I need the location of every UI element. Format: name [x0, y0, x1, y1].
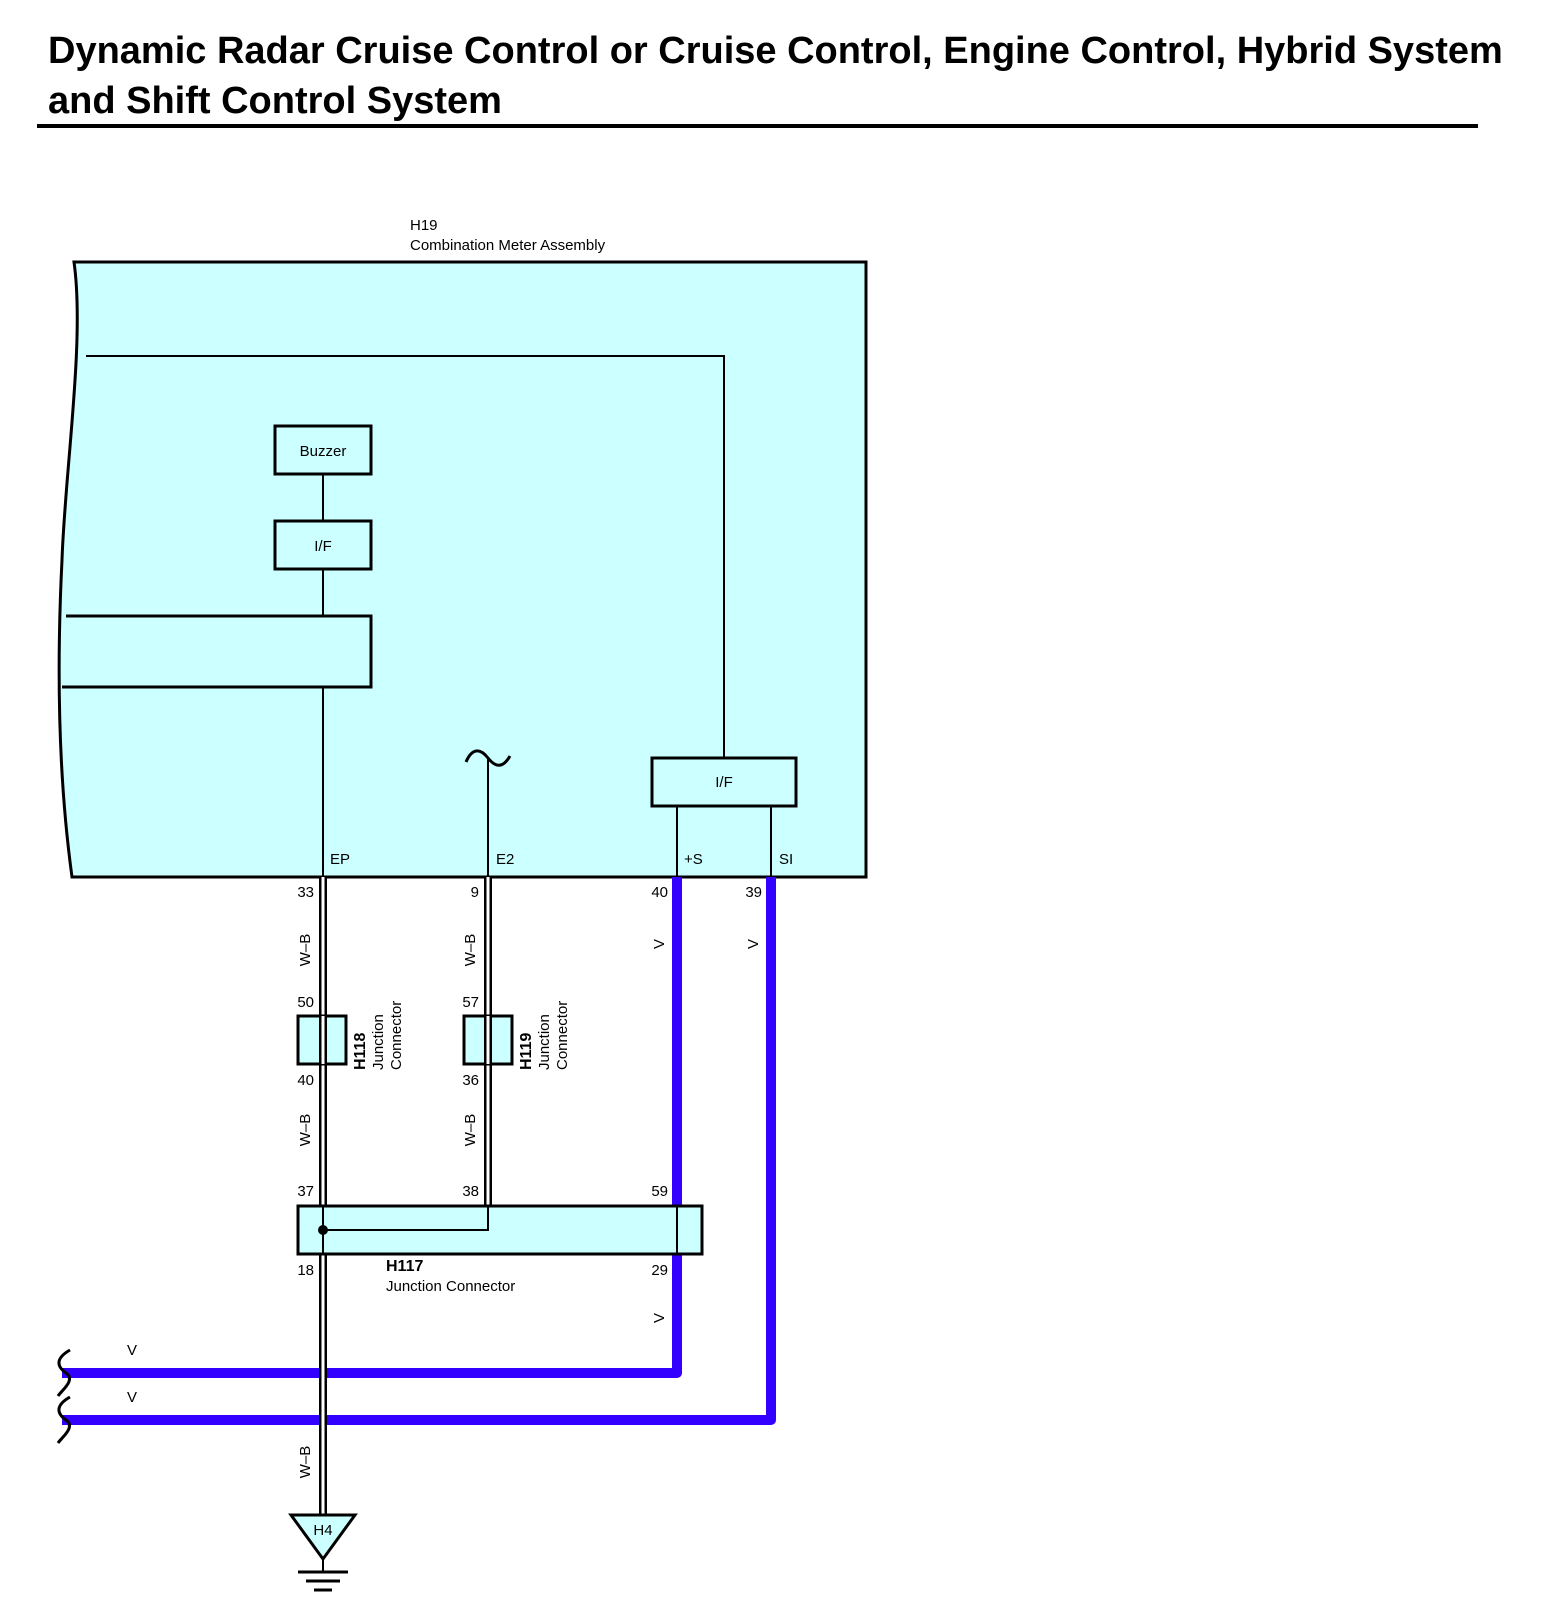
pin-h117-out2: 29 [651, 1262, 668, 1279]
wire-si [62, 877, 776, 1425]
pin-h117-out1: 18 [297, 1262, 314, 1279]
assembly-name: Combination Meter Assembly [410, 237, 606, 254]
pin-e2: 9 [471, 884, 479, 901]
terminal-e2: E2 [496, 851, 514, 868]
buzzer-label: Buzzer [300, 443, 347, 460]
pin-h119-out: 36 [462, 1072, 479, 1089]
wire-color-ground: W–B [297, 1446, 314, 1479]
ground-triangle [288, 1513, 358, 1562]
pin-h118-out: 40 [297, 1072, 314, 1089]
if-block-right [650, 756, 798, 808]
internal-link-line [86, 355, 725, 758]
wire-color-e2-top: W–B [462, 934, 479, 967]
wire-color-bottom-1: V [127, 1342, 137, 1359]
h119-label: H119 Junction Connector [518, 1001, 571, 1070]
ground-code: H4 [313, 1522, 332, 1539]
pin-h117-ep: 37 [297, 1183, 314, 1200]
h118-line1: Junction [370, 1014, 387, 1070]
h119-line1: Junction [536, 1014, 553, 1070]
h117-splice-dot [318, 1225, 328, 1235]
h119-code: H119 [518, 1033, 535, 1070]
h117-internal-splice [323, 1206, 489, 1231]
if-label-right: I/F [715, 774, 733, 791]
if-block-left [273, 519, 373, 571]
pin-si: 39 [745, 884, 762, 901]
h117-name: Junction Connector [386, 1278, 515, 1295]
if-label-left: I/F [314, 538, 332, 555]
wire-color-ep-mid: W–B [297, 1114, 314, 1147]
pin-h117-s: 59 [651, 1183, 668, 1200]
combination-meter-body [57, 260, 868, 879]
wire-color-plus-s: V [651, 939, 668, 949]
wire-break-mark-2 [56, 1395, 72, 1444]
h118-label: H118 Junction Connector [352, 1001, 405, 1070]
terminal-ep: EP [330, 851, 350, 868]
h117-code: H117 [386, 1258, 423, 1275]
h119-line2: Connector [554, 1001, 571, 1070]
h118-line2: Connector [388, 1001, 405, 1070]
wire-color-ep-top: W–B [297, 934, 314, 967]
wire-color-si: V [745, 939, 762, 949]
wire-plus-s [62, 877, 682, 1378]
buzzer-block [273, 424, 373, 476]
pin-h118-in: 50 [297, 994, 314, 1011]
pin-h119-in: 57 [462, 994, 479, 1011]
terminal-plus-s: +S [684, 851, 703, 868]
wire-color-h117-out: V [651, 1313, 668, 1323]
wire-break-mark-1 [56, 1348, 72, 1397]
cpu-block [62, 614, 373, 689]
ground-tilde-symbol [464, 749, 512, 767]
assembly-code: H19 [410, 217, 438, 234]
page-title: Dynamic Radar Cruise Control or Cruise C… [48, 30, 1503, 122]
wire-color-bottom-2: V [127, 1389, 137, 1406]
terminal-si: SI [779, 851, 793, 868]
pin-ep: 33 [297, 884, 314, 901]
wire-color-e2-mid: W–B [462, 1114, 479, 1147]
h118-code: H118 [352, 1033, 369, 1070]
pin-plus-s: 40 [651, 884, 668, 901]
pin-h117-e2: 38 [462, 1183, 479, 1200]
